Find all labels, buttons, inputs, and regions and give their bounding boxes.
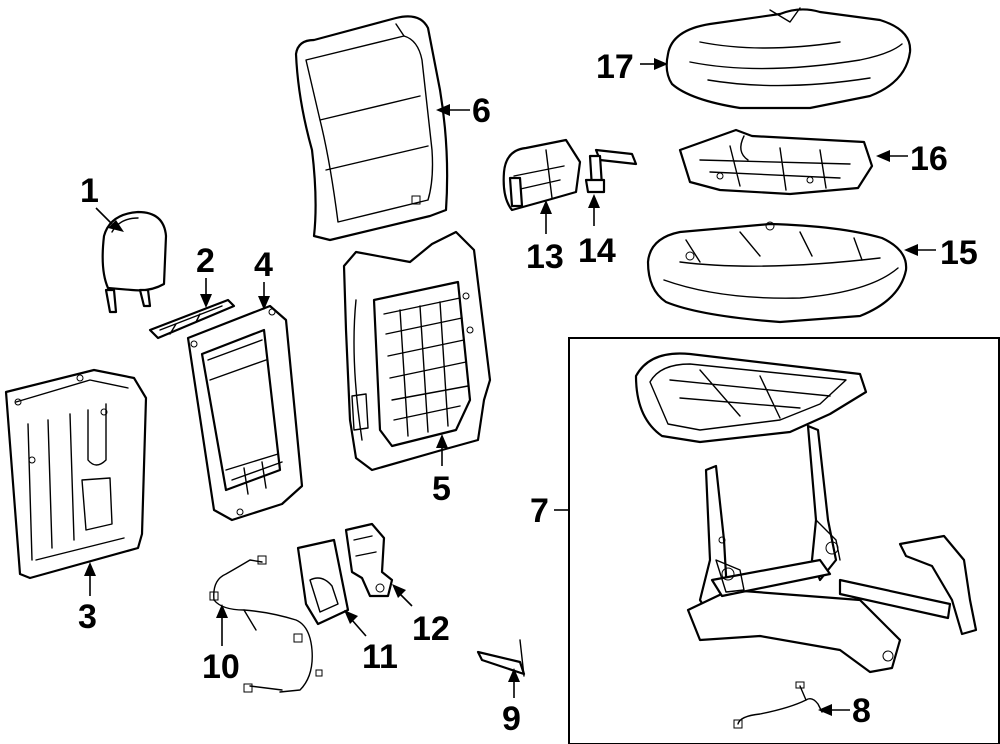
part-10-harness[interactable] — [209, 555, 323, 693]
callout-2: 2 — [196, 242, 215, 280]
callout-9: 9 — [502, 700, 521, 738]
callout-10: 10 — [202, 648, 240, 686]
part-4-back-frame[interactable] — [186, 304, 304, 522]
part-7-seat-frame-assembly[interactable] — [568, 337, 1000, 744]
callout-16: 16 — [910, 140, 948, 178]
leader-lines — [84, 58, 936, 716]
part-11-trim-panel[interactable] — [296, 538, 350, 626]
part-13-control-module[interactable] — [502, 138, 582, 212]
part-16-seat-pan[interactable] — [678, 128, 874, 196]
callout-15: 15 — [940, 234, 978, 272]
part-3-back-panel[interactable] — [4, 368, 148, 580]
callout-11: 11 — [362, 638, 398, 676]
callout-8: 8 — [852, 692, 871, 730]
callout-13: 13 — [526, 238, 564, 276]
part-5-back-frame-assembly[interactable] — [342, 230, 492, 472]
callout-7: 7 — [530, 492, 549, 530]
callout-1: 1 — [80, 172, 99, 210]
callout-labels: 1 2 3 4 5 6 7 8 9 10 11 12 13 14 15 16 1… — [78, 48, 978, 738]
part-17-cushion-cover[interactable] — [665, 7, 912, 110]
part-12-bracket[interactable] — [344, 522, 394, 598]
part-15-seat-cushion[interactable] — [646, 221, 908, 324]
callout-14: 14 — [578, 232, 616, 270]
part-8-harness[interactable] — [733, 681, 823, 729]
callout-4: 4 — [254, 246, 273, 284]
callout-12: 12 — [412, 610, 450, 648]
callout-3: 3 — [78, 598, 97, 636]
part-14-lever[interactable] — [584, 148, 638, 194]
callout-17: 17 — [596, 48, 634, 86]
callout-6: 6 — [472, 92, 491, 130]
part-6-back-cushion[interactable] — [294, 15, 449, 242]
callout-5: 5 — [432, 470, 451, 508]
part-1-headrest[interactable] — [101, 210, 168, 314]
part-9-link[interactable] — [476, 639, 526, 677]
part-2-bracket[interactable] — [148, 298, 236, 340]
